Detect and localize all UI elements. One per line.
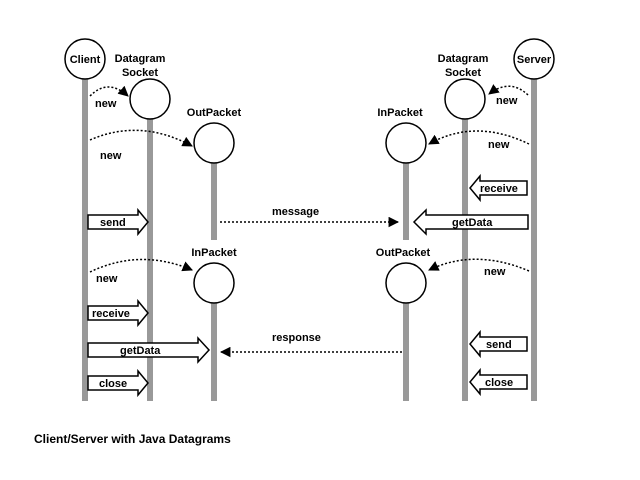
- new-server-socket-arc: [488, 84, 529, 96]
- client-outpacket-node: [193, 122, 235, 164]
- client-receive-arrow: receive: [87, 298, 149, 328]
- server-lifeline: [531, 75, 537, 401]
- client-node: [64, 38, 106, 80]
- server-close-label: close: [485, 377, 513, 389]
- server-socket-label-line2: Socket: [445, 67, 481, 79]
- new-client-outpacket-arc: [89, 129, 193, 147]
- server-receive-label: receive: [480, 183, 518, 195]
- new-server-inpacket-label: new: [488, 139, 510, 151]
- server-getdata-label: getData: [452, 217, 493, 229]
- server-outpacket-node: [385, 262, 427, 304]
- client-send-label: send: [100, 217, 126, 229]
- client-socket-label-line1: Datagram: [115, 53, 166, 65]
- new-client-socket-label: new: [95, 98, 117, 110]
- new-server-outpacket-label: new: [484, 266, 506, 278]
- new-client-inpacket-arc: [89, 258, 193, 273]
- client-inpacket-label: InPacket: [191, 247, 237, 259]
- server-send-label: send: [486, 339, 512, 351]
- server-inpacket-node: [385, 122, 427, 164]
- new-server-outpacket-arc: [428, 258, 530, 272]
- new-server-inpacket-arc: [428, 130, 530, 145]
- server-outpacket-lifeline: [403, 303, 409, 401]
- new-server-socket-label: new: [496, 95, 518, 107]
- client-getdata-label: getData: [120, 345, 161, 357]
- server-outpacket-label: OutPacket: [376, 247, 431, 259]
- client-socket-label-line2: Socket: [122, 67, 158, 79]
- server-close-arrow: close: [469, 367, 528, 397]
- client-inpacket-node: [193, 262, 235, 304]
- client-inpacket-lifeline: [211, 303, 217, 401]
- server-inpacket-label: InPacket: [377, 107, 423, 119]
- server-send-arrow: send: [469, 329, 528, 359]
- new-client-inpacket-label: new: [96, 273, 118, 285]
- message-label: message: [272, 206, 319, 218]
- server-getdata-arrow: getData: [412, 208, 529, 236]
- server-label: Server: [517, 54, 552, 66]
- client-outpacket-lifeline: [211, 163, 217, 240]
- client-lifeline: [82, 75, 88, 401]
- new-client-outpacket-label: new: [100, 150, 122, 162]
- client-receive-label: receive: [92, 308, 130, 320]
- server-inpacket-lifeline: [403, 163, 409, 240]
- diagram-caption: Client/Server with Java Datagrams: [34, 432, 231, 446]
- server-receive-arrow: receive: [469, 173, 528, 203]
- client-socket-lifeline: [147, 116, 153, 401]
- server-node: [513, 38, 555, 80]
- server-socket-label-line1: Datagram: [438, 53, 489, 65]
- client-send-arrow: send: [87, 207, 149, 237]
- response-label: response: [272, 332, 321, 344]
- client-outpacket-label: OutPacket: [187, 107, 242, 119]
- server-socket-node: [444, 78, 486, 120]
- client-close-arrow: close: [87, 368, 149, 398]
- client-getdata-arrow: getData: [87, 336, 211, 364]
- client-socket-node: [129, 78, 171, 120]
- new-client-socket-arc: [89, 85, 129, 97]
- client-close-label: close: [99, 378, 127, 390]
- client-label: Client: [70, 54, 101, 66]
- server-socket-lifeline: [462, 116, 468, 401]
